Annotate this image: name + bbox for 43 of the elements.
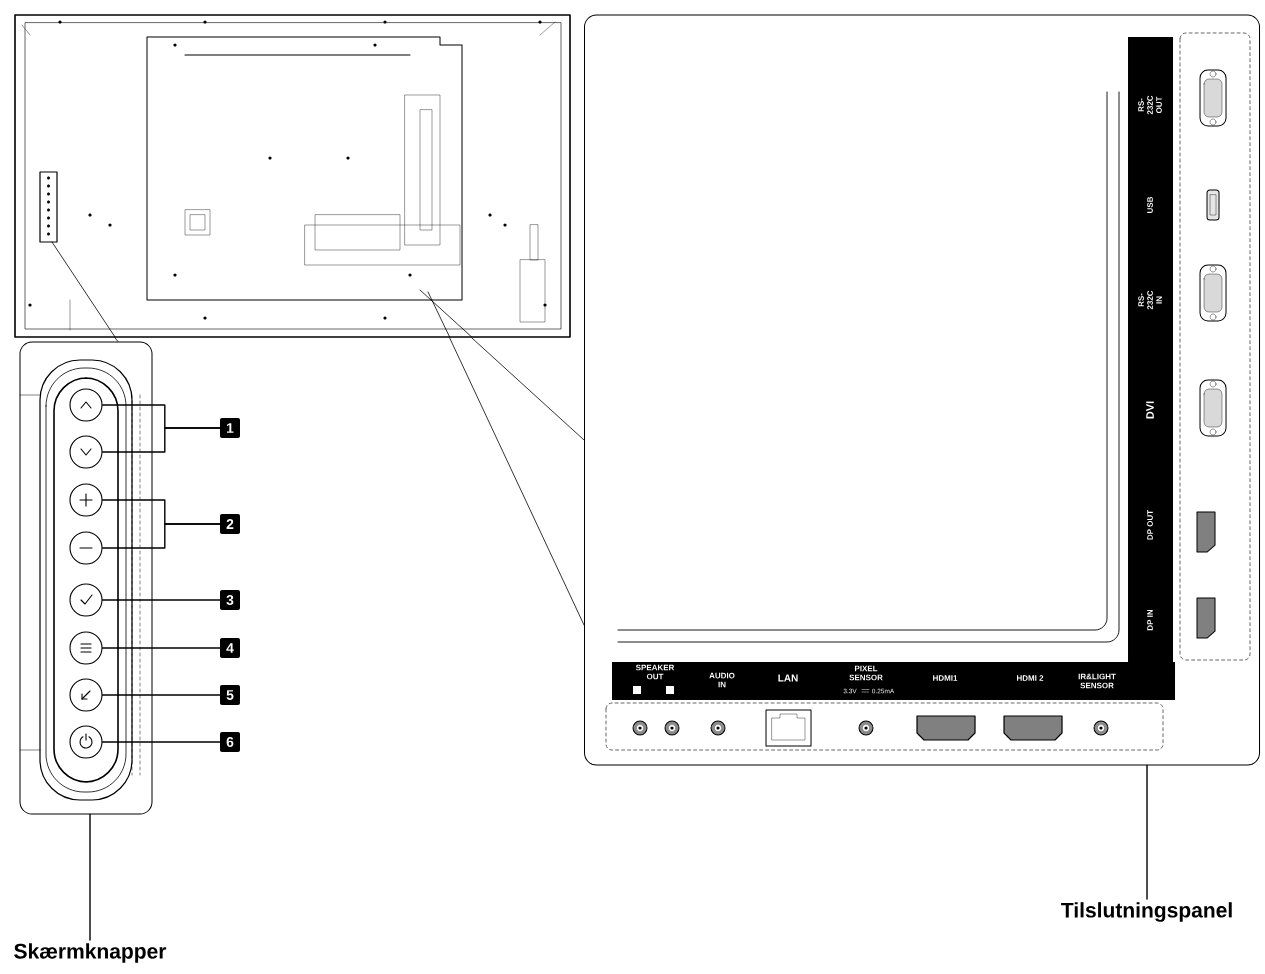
tv-back-drawing (14, 14, 571, 338)
zoom-line (114, 337, 119, 342)
round-button (69, 531, 103, 565)
callout-number: 3 (220, 590, 240, 610)
port-label: RS-232C IN (1138, 290, 1162, 310)
callout-number: 6 (220, 732, 240, 752)
round-button (69, 678, 103, 712)
zoom-line (449, 337, 585, 626)
round-button (69, 435, 103, 469)
port-label: DP IN (1147, 609, 1153, 631)
callout-number: 5 (220, 685, 240, 705)
leader-line (101, 647, 221, 649)
leader-line (101, 599, 221, 601)
port-label: HDMI 2 (1017, 675, 1044, 681)
port-label: PIXEL SENSOR (849, 665, 883, 681)
round-button (69, 583, 103, 617)
leader-line (101, 523, 221, 549)
port-label: DP OUT (1147, 510, 1153, 540)
port-label: AUDIO IN (709, 672, 735, 688)
leader-line (101, 694, 221, 696)
panel-caption: Tilslutningspanel (1061, 902, 1232, 922)
port-label: DVI (1146, 401, 1154, 419)
port-label: USB (1147, 196, 1153, 213)
callout-number: 4 (220, 638, 240, 658)
port-label: SPEAKER OUT (635, 664, 675, 680)
connection-panel-outline (584, 14, 1260, 766)
round-button (69, 725, 103, 759)
leader-line (1146, 764, 1148, 900)
round-button (69, 483, 103, 517)
round-button (69, 631, 103, 665)
callout-number: 1 (220, 418, 240, 438)
port-label: IR&LIGHT SENSOR (1078, 673, 1116, 689)
button-panel-outline (19, 341, 153, 815)
panel-caption: Skærmknapper (14, 943, 167, 963)
port-label: HDMI1 (933, 675, 958, 681)
port-label: LAN (778, 674, 798, 682)
leader-line (101, 741, 221, 743)
round-button (69, 388, 103, 422)
zoom-line (471, 337, 585, 441)
port-label: RS-232C OUT (1138, 95, 1162, 115)
leader-line (89, 813, 91, 941)
leader-line (101, 427, 221, 453)
callout-number: 2 (220, 514, 240, 534)
